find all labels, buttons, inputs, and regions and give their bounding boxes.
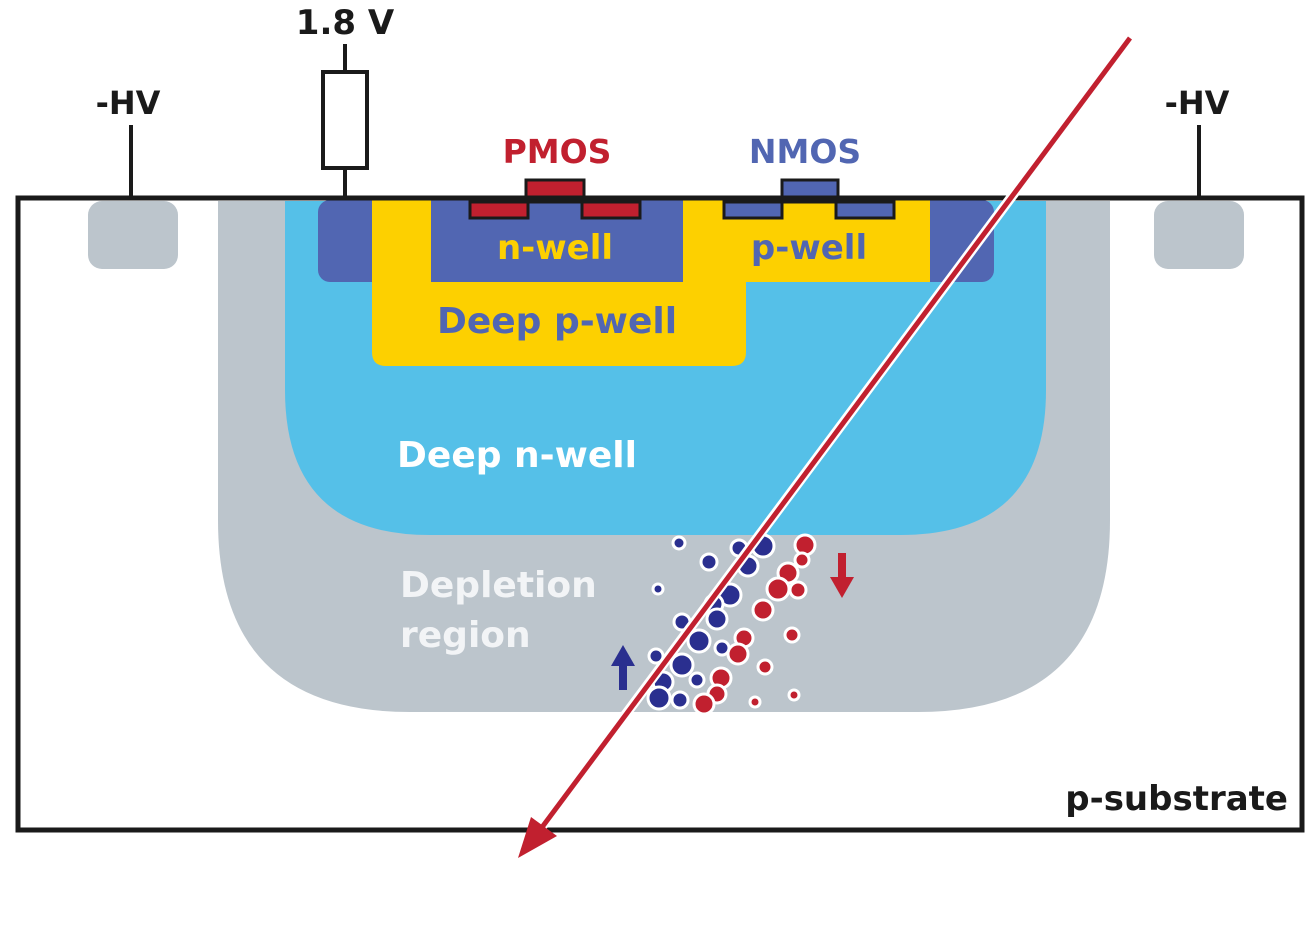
electron: [699, 552, 719, 572]
p-substrate-label: p-substrate: [1065, 779, 1288, 819]
p-well-label: p-well: [751, 228, 867, 268]
hole: [765, 576, 791, 602]
hole: [692, 692, 716, 716]
nmos-label: NMOS: [749, 132, 861, 171]
hole: [787, 688, 801, 702]
depletion-label-line2: region: [400, 615, 531, 656]
hv-left-label: -HV: [96, 84, 161, 122]
hole: [788, 580, 808, 600]
particle-track-arrow-icon: [531, 36, 1133, 840]
pmos-source: [468, 200, 530, 220]
hole: [756, 658, 774, 676]
pmos-drain: [580, 200, 642, 220]
hole-drift-down-arrow-icon: [830, 553, 854, 598]
electron: [670, 690, 690, 710]
nmos-drain: [834, 200, 896, 220]
electron: [651, 582, 665, 596]
particle-track-arrowhead: [518, 817, 557, 858]
electron: [705, 607, 729, 631]
hv-right-label: -HV: [1165, 84, 1230, 122]
hv-contact-right: [1154, 201, 1244, 269]
electron: [646, 685, 672, 711]
hole: [793, 551, 811, 569]
supply-voltage-label: 1.8 V: [296, 3, 395, 43]
n-well-label: n-well: [497, 228, 613, 268]
hole: [751, 598, 775, 622]
electron: [669, 652, 695, 678]
hv-contact-left: [88, 201, 178, 269]
pmos-label: PMOS: [503, 132, 612, 171]
holes: [692, 533, 817, 716]
hole: [748, 695, 762, 709]
electron: [688, 671, 706, 689]
resistor-icon: [321, 70, 369, 170]
nmos-source: [722, 200, 784, 220]
hole: [783, 626, 801, 644]
hole: [793, 533, 817, 557]
electron: [686, 628, 712, 654]
electron: [671, 535, 687, 551]
depletion-label-line1: Depletion: [400, 565, 597, 606]
deep-n-well-label: Deep n-well: [397, 435, 637, 476]
electron-drift-up-arrow-icon: [611, 645, 635, 690]
deep-p-well-label: Deep p-well: [437, 301, 677, 342]
hole: [726, 642, 750, 666]
